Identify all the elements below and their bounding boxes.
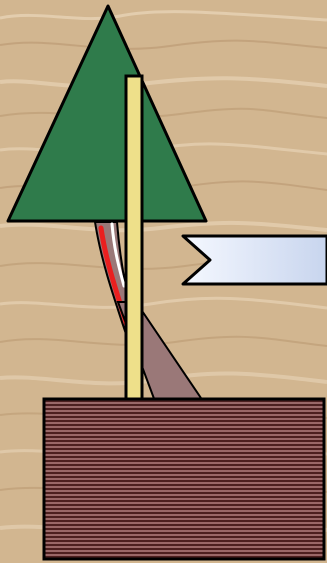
brown-striped-block — [44, 399, 324, 559]
yellow-post — [126, 76, 142, 399]
brown-striped-block-fill — [44, 399, 324, 559]
yellow-post-group — [126, 76, 142, 399]
